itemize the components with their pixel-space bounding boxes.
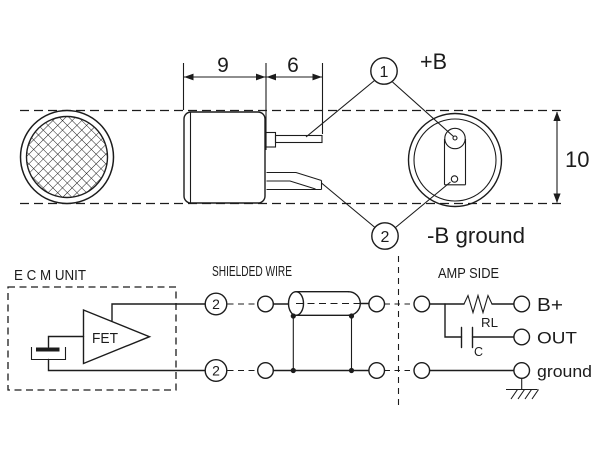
- side-pin-2: [266, 171, 323, 191]
- pin1-function-label: +B: [420, 49, 447, 74]
- boundary-link-wires: [384, 303, 414, 372]
- dimension-pin-length: 6: [266, 54, 322, 81]
- connector-circle: [413, 362, 431, 380]
- dim-9-label: 9: [217, 54, 229, 77]
- dim-6-label: 6: [287, 54, 299, 77]
- pin2-function-label: -B ground: [427, 223, 525, 248]
- electret-element-symbol: [30, 347, 67, 361]
- capsule-body: [183, 111, 266, 204]
- connector-circle: [413, 295, 431, 313]
- mic-front-view: [19, 109, 115, 205]
- rear-terminal-strip: [443, 127, 467, 186]
- pin1-callout: 1 +B: [305, 49, 454, 138]
- connector-circle: [257, 362, 275, 380]
- dim-10-label: 10: [565, 147, 589, 172]
- dimension-body-length: 9: [182, 54, 324, 150]
- pin2-callout: 2 -B ground: [321, 181, 525, 250]
- section-label-amp-side: AMP SIDE: [438, 266, 499, 282]
- cable-end-opening: [287, 291, 305, 317]
- terminal-2-top-number: 2: [212, 296, 220, 312]
- grille-mesh: [25, 115, 109, 199]
- shield-ground-connections: [290, 313, 355, 374]
- terminal-ground: ground: [506, 362, 592, 400]
- pin2-leader-lines: [321, 181, 451, 228]
- ground-label: ground: [537, 362, 592, 381]
- pin1-leader-lines: [305, 80, 454, 138]
- pin1-callout-circle: [370, 57, 398, 85]
- rear-pin-1-center: [452, 135, 458, 141]
- terminal-out: OUT: [513, 329, 577, 348]
- dimension-diameter: 10: [553, 111, 589, 203]
- section-label-shielded-wire: SHIELDED WIRE: [212, 264, 292, 280]
- connector-circle: [368, 295, 386, 313]
- coupling-branch: [444, 303, 463, 338]
- rear-outer-ring: [407, 112, 503, 208]
- amp-side-network: RL C: [428, 293, 515, 372]
- earth-ground-symbol: [506, 378, 539, 400]
- section-label-ecm: E C M UNIT: [14, 267, 86, 284]
- ecm-unit-box: [7, 286, 177, 391]
- resistor-rl: [463, 293, 493, 315]
- fet-amplifier: FET: [82, 308, 152, 365]
- splice-connectors: [227, 295, 275, 380]
- ecm-internal-wiring: [47, 303, 207, 372]
- terminal-2-bottom: 2: [204, 359, 228, 383]
- mic-rear-view: [407, 112, 503, 208]
- extension-lines: [182, 63, 324, 150]
- bplus-label: B+: [537, 295, 563, 315]
- rear-inner-ring: [413, 118, 497, 202]
- shielded-cable: [272, 291, 386, 380]
- terminal-2-bottom-number: 2: [212, 363, 220, 379]
- connector-circle: [368, 362, 386, 380]
- rear-pin-1: [444, 127, 466, 150]
- pin1-callout-number: 1: [380, 64, 389, 81]
- mic-side-view: [183, 111, 323, 204]
- terminal-bplus: B+: [513, 295, 563, 315]
- fet-label: FET: [92, 331, 118, 347]
- wiring-schematic: E C M UNIT SHIELDED WIRE AMP SIDE FET 2: [7, 256, 592, 408]
- capacitor-label: C: [474, 345, 483, 359]
- mechanical-drawing: 9 6 10: [19, 49, 589, 250]
- side-pin-1: [265, 131, 323, 148]
- terminal-2-top: 2: [204, 292, 228, 316]
- connector-circle: [257, 295, 275, 313]
- out-label: OUT: [537, 329, 577, 348]
- pin2-callout-circle: [371, 222, 399, 250]
- pin2-callout-number: 2: [381, 229, 390, 246]
- rear-pin-2: [450, 175, 459, 183]
- resistor-label: RL: [481, 315, 498, 330]
- capacitor-c: [460, 326, 474, 349]
